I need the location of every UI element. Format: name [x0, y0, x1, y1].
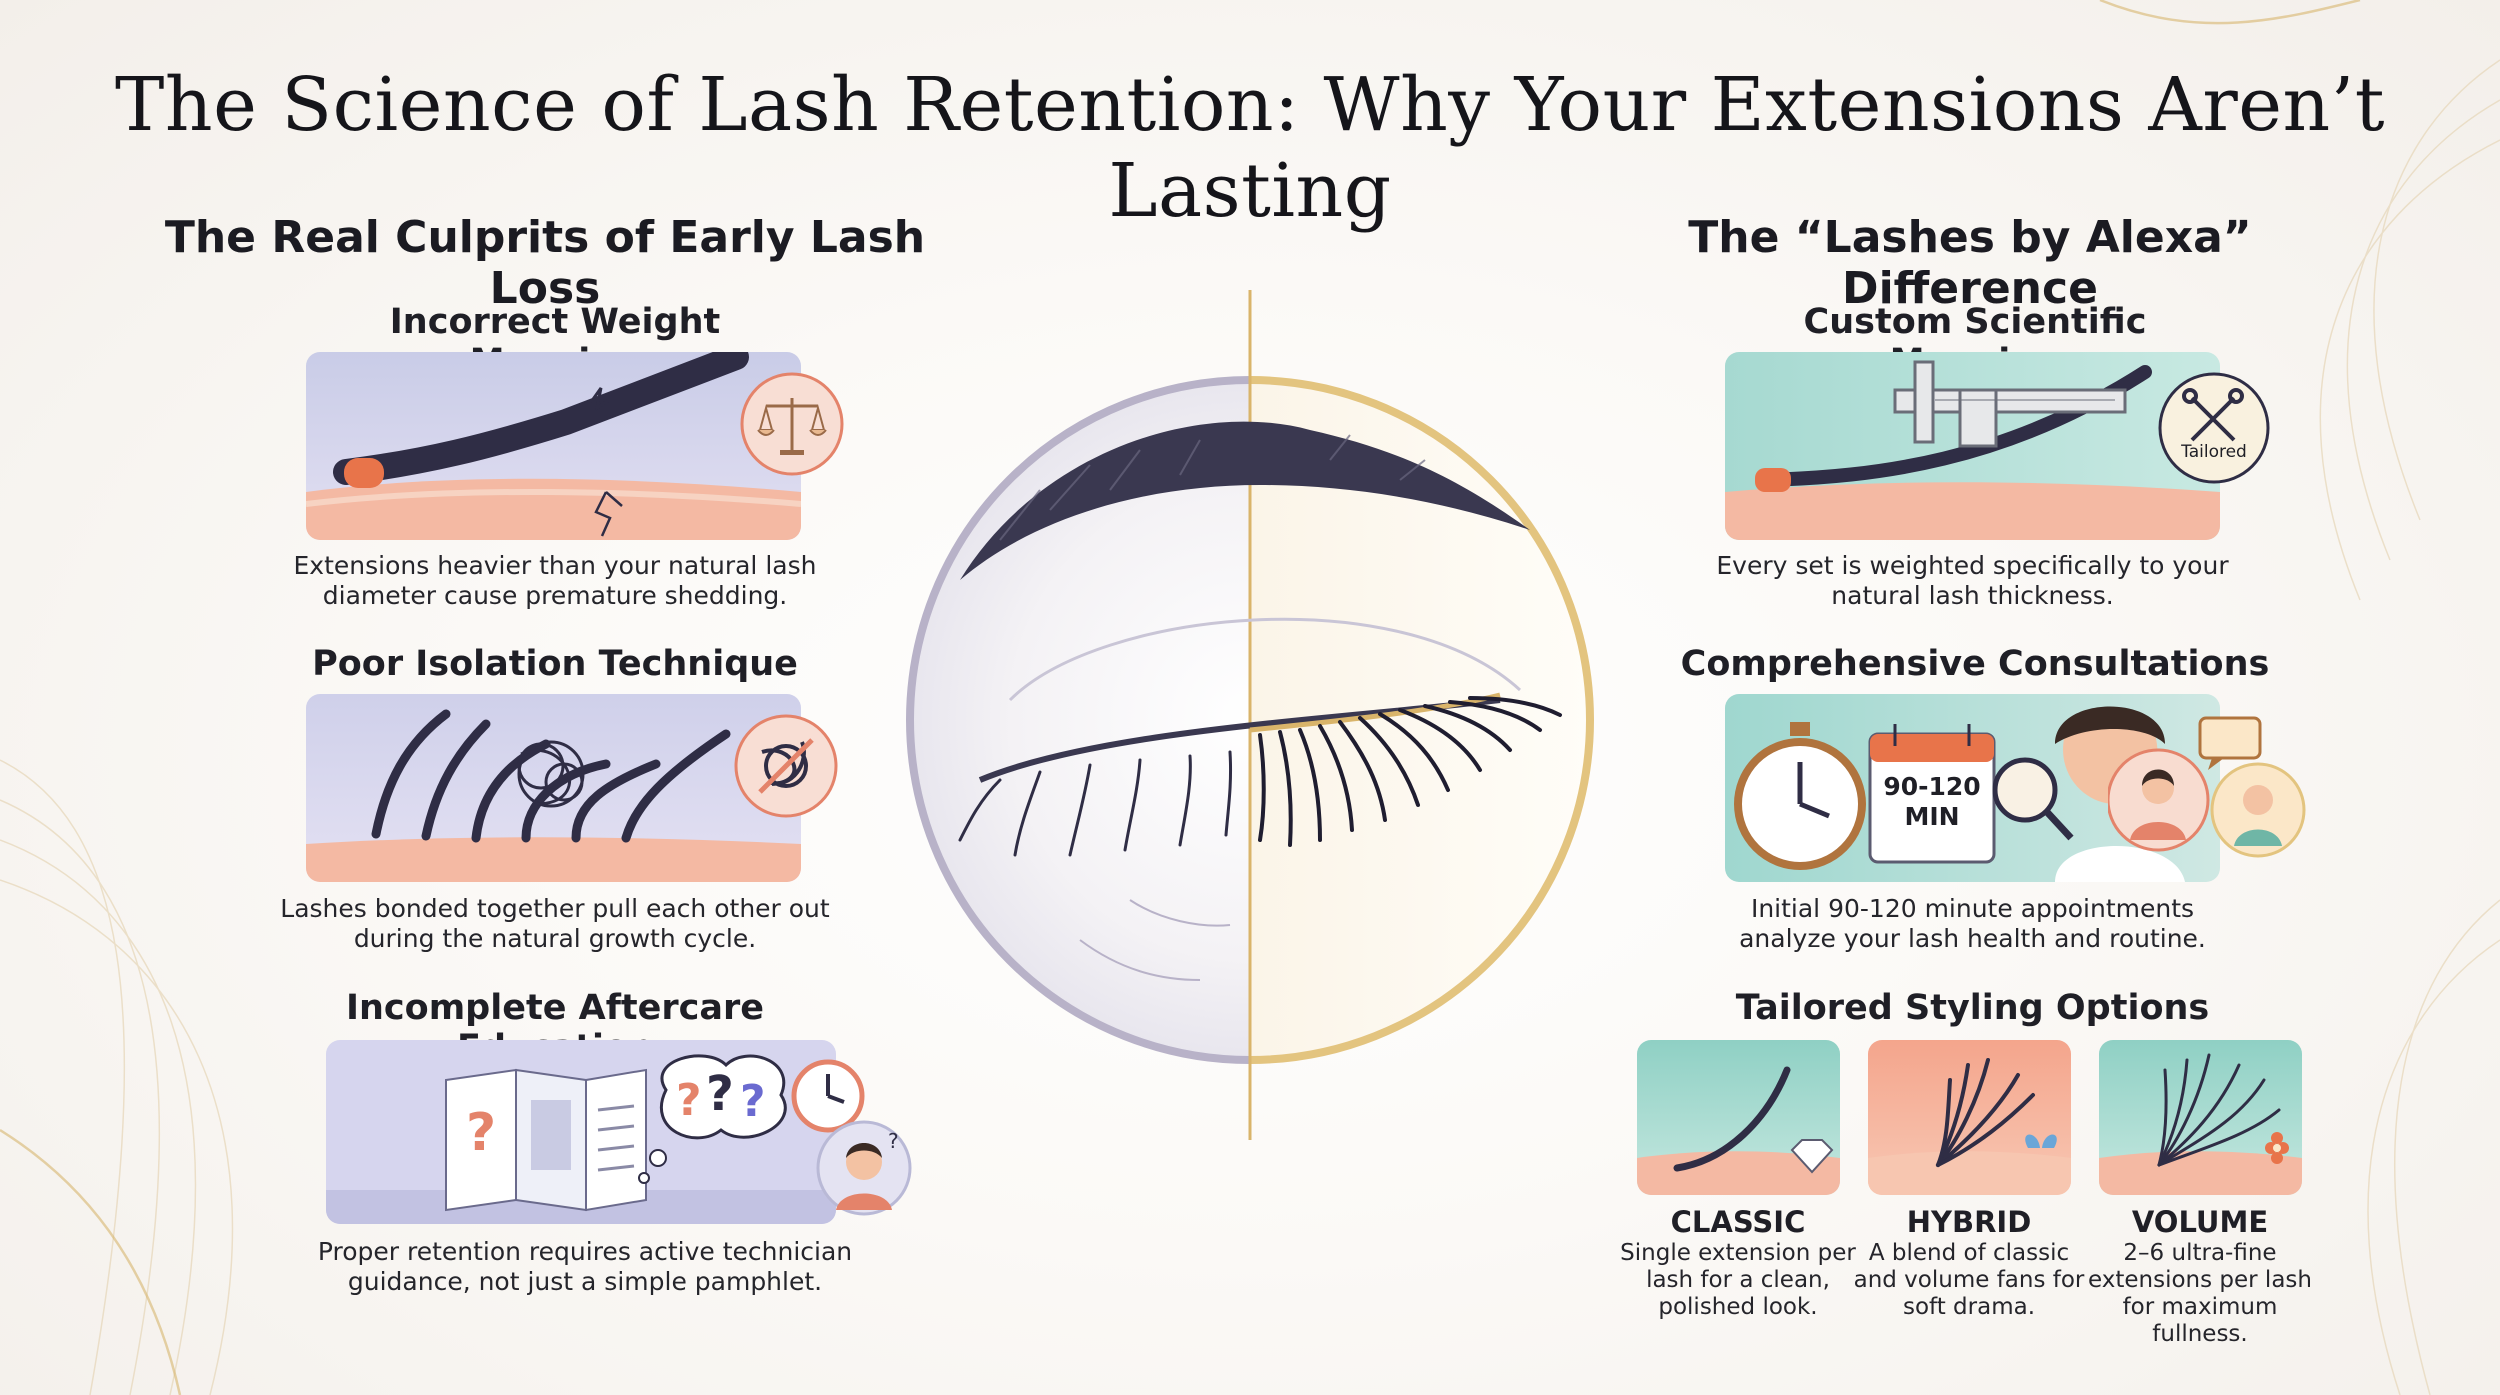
hybrid-illustration — [1868, 1040, 2071, 1195]
svg-text:?: ? — [676, 1075, 702, 1126]
svg-text:?: ? — [740, 1076, 766, 1127]
weight-mapping-illustration — [306, 352, 801, 540]
right-section-heading: The “Lashes by Alexa” Difference — [1688, 212, 2252, 314]
isolation-illustration — [306, 694, 801, 882]
card-title-consultations: Comprehensive Consultations — [1680, 644, 2270, 684]
clock-icon — [788, 1056, 868, 1136]
caliper-icon — [1893, 360, 2127, 448]
card-title-isolation: Poor Isolation Technique — [312, 644, 798, 684]
confused-person-icon: ? — [814, 1118, 914, 1218]
aftercare-illustration: ? ? ? ? — [326, 1040, 836, 1224]
left-section-heading: The Real Culprits of Early Lash Loss — [164, 212, 926, 314]
hybrid-title: HYBRID — [1906, 1205, 2032, 1239]
calendar-duration-text: 90-120 MIN — [1883, 772, 1981, 831]
volume-title: VOLUME — [2131, 1205, 2269, 1239]
balance-scale-icon — [738, 370, 846, 478]
svg-text:?: ? — [888, 1129, 899, 1153]
tailored-badge: Tailored — [2156, 370, 2272, 486]
volume-illustration — [2099, 1040, 2302, 1195]
svg-text:?: ? — [466, 1103, 496, 1163]
svg-text:?: ? — [706, 1066, 734, 1122]
card-caption-weight-mapping: Extensions heavier than your natural las… — [293, 551, 817, 610]
card-caption-custom-mapping: Every set is weighted specifically to yo… — [1716, 551, 2229, 610]
volume-caption: 2–6 ultra-fine extensions per lash for m… — [2088, 1240, 2312, 1347]
hybrid-caption: A blend of classic and volume fans for s… — [1853, 1240, 2085, 1320]
tailored-badge-label: Tailored — [2181, 442, 2247, 462]
tangled-knot-icon — [732, 712, 840, 820]
card-caption-consultations: Initial 90-120 minute appointments analy… — [1739, 894, 2206, 953]
classic-illustration — [1637, 1040, 1840, 1195]
classic-caption: Single extension per lash for a clean, p… — [1620, 1240, 1856, 1320]
eye-comparison-illustration — [906, 290, 1594, 1140]
page-title: The Science of Lash Retention: Why Your … — [115, 62, 2385, 234]
classic-title: CLASSIC — [1670, 1205, 1806, 1239]
stopwatch-icon — [1734, 722, 1866, 870]
client-avatars-icon — [2106, 700, 2308, 870]
card-caption-aftercare: Proper retention requires active technic… — [317, 1237, 853, 1296]
card-caption-isolation: Lashes bonded together pull each other o… — [280, 894, 830, 953]
custom-mapping-illustration — [1725, 352, 2220, 540]
styling-options-heading: Tailored Styling Options — [1735, 988, 2210, 1028]
